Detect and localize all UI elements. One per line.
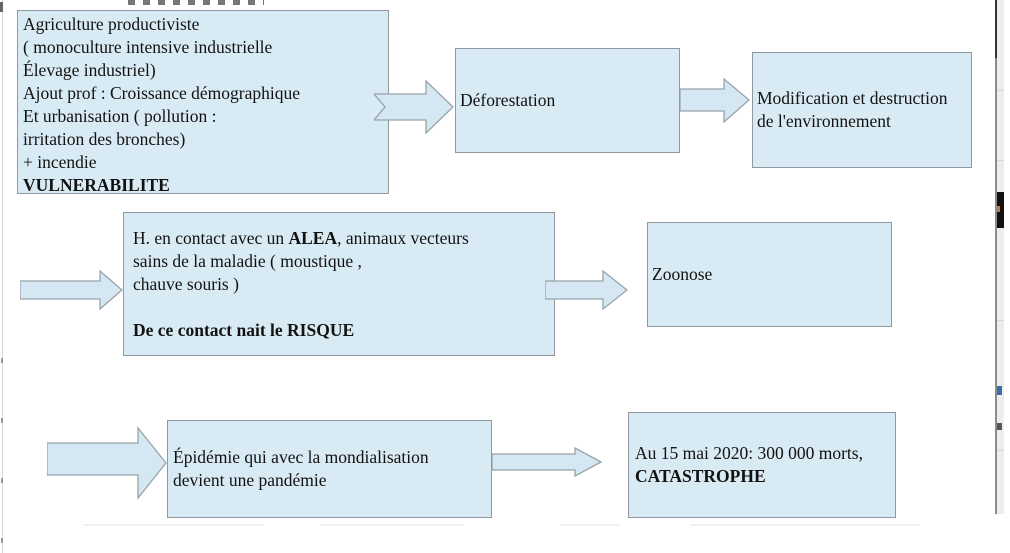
flow-arrow-chevron-icon	[374, 80, 454, 134]
flow-box-zoonose: Zoonose	[647, 222, 892, 327]
box-text-line: Modification et destruction	[757, 88, 948, 108]
flow-arrow-right-icon	[545, 270, 628, 310]
box-text-line: Zoonose	[652, 264, 713, 284]
page-right-edge-dark	[995, 0, 997, 58]
box-text-line: ( monoculture intensive industrielle	[23, 37, 273, 57]
flow-arrow-right-icon	[492, 447, 602, 477]
edge-speck	[0, 2, 3, 12]
strip-fragment-blue	[997, 386, 1002, 395]
box-text-spacer	[133, 296, 548, 319]
box-text-line: Au 15 mai 2020: 300 000 morts,	[635, 443, 863, 463]
box-text-line: H. en contact avec un ALEA, animaux vect…	[133, 228, 469, 248]
strip-separator	[997, 160, 1004, 161]
flow-arrow-right-icon	[20, 270, 123, 310]
strip-fragment-gray	[997, 423, 1002, 430]
flow-arrow-right-icon	[47, 426, 167, 500]
edge-speck	[1, 418, 3, 423]
faint-line-segment	[560, 524, 620, 526]
box-text-line-bold: CATASTROPHE	[635, 466, 766, 486]
box-text-line: + incendie	[23, 152, 97, 172]
strip-separator	[997, 90, 1004, 91]
box-text-line-bold: De ce contact nait le RISQUE	[133, 320, 355, 340]
flow-arrow-right-icon	[680, 78, 750, 123]
box-text-line: devient une pandémie	[173, 470, 327, 490]
edge-speck	[1, 538, 3, 543]
box-text-line: de l'environnement	[757, 111, 891, 131]
faint-line-segment	[83, 524, 263, 526]
box-text-line: Élevage industriel)	[23, 60, 156, 80]
flow-box-catastrophe: Au 15 mai 2020: 300 000 morts, CATASTROP…	[628, 412, 896, 518]
box-text-line: Épidémie qui avec la mondialisation	[173, 447, 429, 467]
box-text-line: Agriculture productiviste	[23, 14, 200, 34]
flow-box-vulnerabilite: Agriculture productiviste ( monoculture …	[17, 10, 389, 195]
box-text-line: sains de la maladie ( moustique ,	[133, 251, 362, 271]
faint-line-segment	[690, 524, 920, 526]
flow-box-modification: Modification et destruction de l'environ…	[752, 52, 972, 168]
flow-box-deforestation: Déforestation	[455, 48, 680, 153]
box-text-line: Ajout prof : Croissance démographique	[23, 83, 301, 103]
flow-box-alea-risque: H. en contact avec un ALEA, animaux vect…	[123, 212, 555, 356]
flow-box-epidemie: Épidémie qui avec la mondialisation devi…	[167, 420, 492, 518]
edge-speck	[1, 478, 3, 483]
adjacent-page-strip	[997, 0, 1004, 514]
box-text-line: chauve souris )	[133, 274, 239, 294]
strip-separator	[997, 450, 1004, 451]
strip-fragment-dark	[997, 192, 1004, 228]
clipped-title-fragment	[128, 0, 264, 5]
box-text-line: irritation des bronches)	[23, 129, 186, 149]
strip-separator	[997, 320, 1004, 321]
box-text-line: Et urbanisation ( pollution :	[23, 106, 217, 126]
faint-line-segment	[320, 524, 463, 526]
edge-speck	[1, 358, 3, 363]
box-text-line: Déforestation	[460, 90, 556, 110]
page-left-edge	[2, 0, 3, 553]
box-text-line-bold: VULNERABILITE	[23, 175, 170, 195]
page-right-edge	[995, 0, 997, 514]
strip-fragment-orange	[997, 206, 1000, 212]
